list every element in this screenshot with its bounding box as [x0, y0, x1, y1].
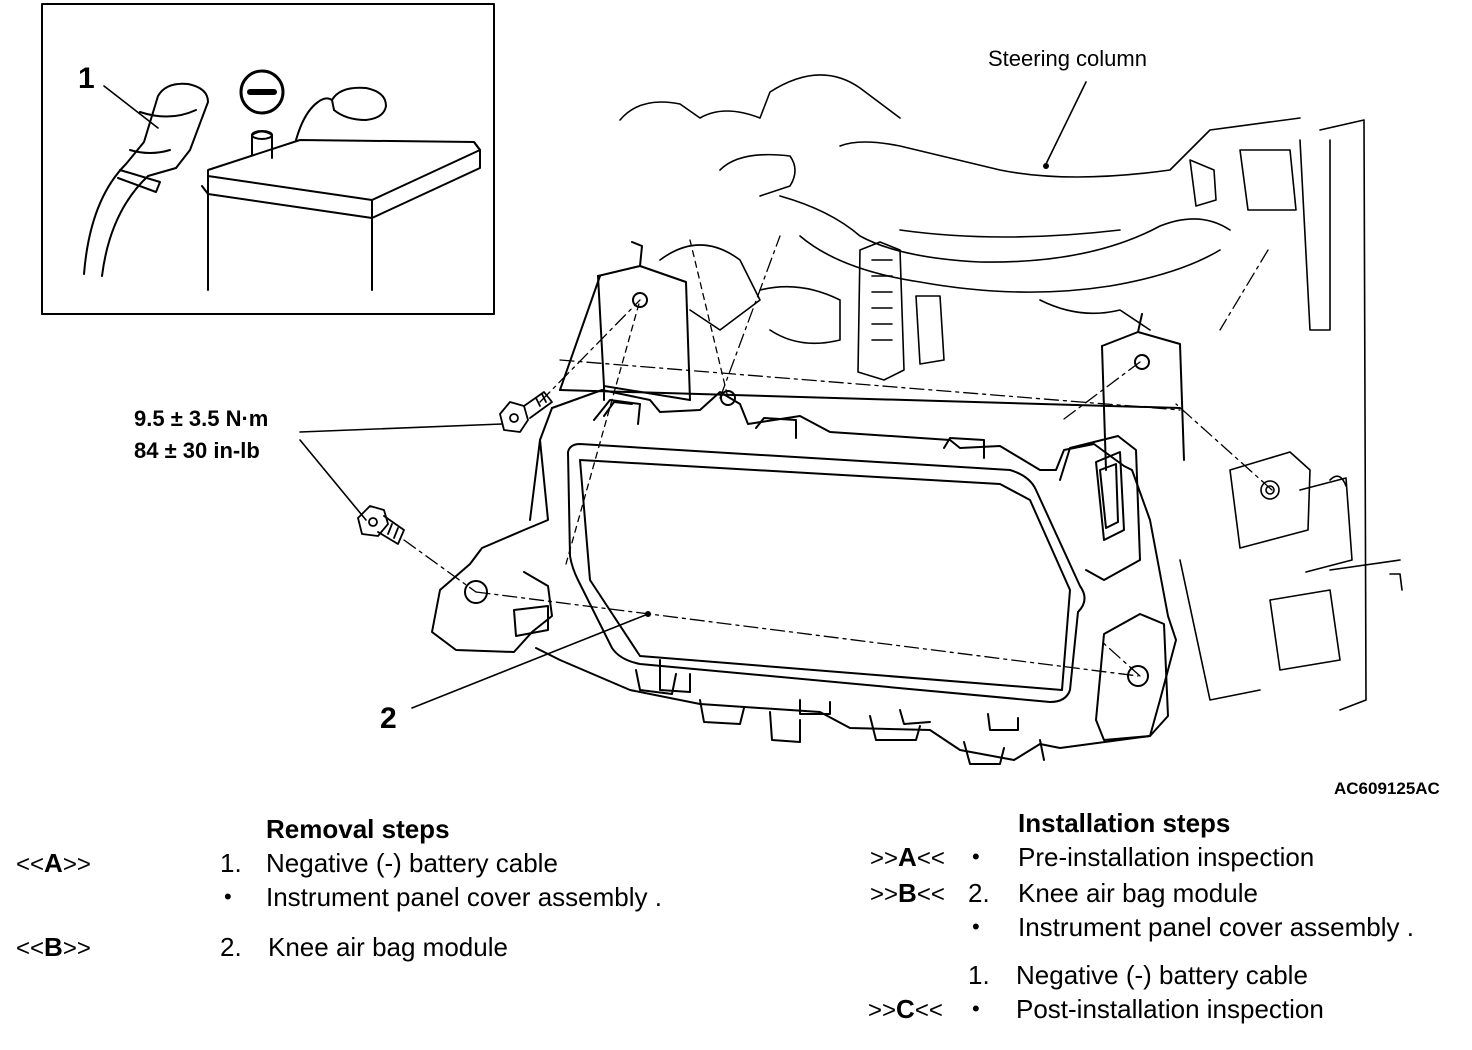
- install-mark-b: >>B<<: [870, 878, 945, 908]
- callout-1: 1: [78, 62, 95, 95]
- dash-background: [619, 74, 1403, 711]
- alignment-lines: [403, 235, 1273, 677]
- install-step-text: Instrument panel cover assembly .: [1018, 912, 1414, 942]
- bolts: [357, 391, 553, 545]
- removal-steps-title: Removal steps: [266, 814, 450, 844]
- figure-code: AC609125AC: [1334, 779, 1440, 798]
- install-step-text: Pre-installation inspection: [1018, 842, 1315, 872]
- install-step-text: Knee air bag module: [1018, 878, 1258, 908]
- callout-2: 2: [380, 702, 397, 735]
- mounting-bracket: [559, 241, 1185, 471]
- torque-imperial-label: 84 ± 30 in-lb: [134, 438, 260, 463]
- torque-metric-label: 9.5 ± 3.5 N·m: [134, 406, 269, 431]
- removal-step-num: 2.: [220, 932, 242, 962]
- install-mark-c: >>C<<: [868, 994, 943, 1024]
- install-step-num: 1.: [968, 960, 990, 990]
- removal-step-bullet: •: [224, 884, 232, 909]
- removal-step-text: Instrument panel cover assembly .: [266, 882, 662, 912]
- removal-mark-a: <<A>>: [16, 848, 91, 878]
- leader-lines: [299, 81, 1087, 709]
- removal-step-text: Negative (-) battery cable: [266, 848, 558, 878]
- removal-step-num: 1.: [220, 848, 242, 878]
- install-step-text: Negative (-) battery cable: [1016, 960, 1308, 990]
- install-step-bullet: •: [972, 914, 980, 939]
- install-mark-a: >>A<<: [870, 842, 945, 872]
- installation-steps-title: Installation steps: [1018, 808, 1231, 838]
- removal-mark-b: <<B>>: [16, 932, 91, 962]
- steering-column-label: Steering column: [988, 46, 1147, 71]
- removal-step-text: Knee air bag module: [268, 932, 508, 962]
- battery-inset: [41, 3, 495, 315]
- install-step-bullet: •: [972, 844, 980, 869]
- install-step-text: Post-installation inspection: [1016, 994, 1324, 1024]
- install-step-bullet: •: [972, 996, 980, 1021]
- knee-airbag-module: [431, 389, 1177, 765]
- install-step-num: 2.: [968, 878, 990, 908]
